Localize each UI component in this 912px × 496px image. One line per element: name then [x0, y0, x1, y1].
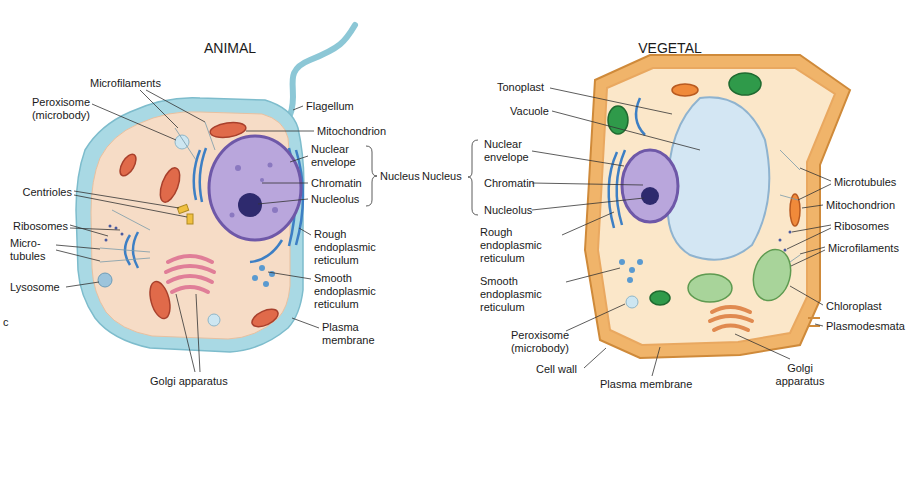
cell-heading: VEGETAL [620, 40, 720, 56]
part-label: Ribosomes [8, 220, 68, 233]
part-label: Chloroplast [826, 300, 882, 313]
part-label: Microfilaments [828, 242, 899, 255]
part-label: Micro- tubules [10, 237, 54, 263]
part-label: Chromatin [484, 177, 535, 190]
part-label: Mitochondrion [826, 199, 895, 212]
part-label: Nucleus [380, 170, 420, 183]
part-label: Lysosome [10, 281, 60, 294]
part-label: Peroxisome (microbody) [490, 329, 590, 355]
cell-heading: ANIMAL [190, 40, 270, 56]
part-label: Golgi apparatus [150, 375, 228, 388]
part-label: Nucleolus [311, 193, 359, 206]
part-label: Flagellum [306, 100, 354, 113]
part-label: Ribosomes [834, 220, 889, 233]
part-label: Tonoplast [497, 81, 544, 94]
part-label: Nucleus [422, 170, 462, 183]
part-label: Nucleolus [484, 204, 532, 217]
part-label: Vacuole [510, 105, 549, 118]
part-label: Smooth endoplasmic reticulum [314, 272, 396, 311]
part-label: Nuclear envelope [311, 143, 373, 169]
part-label: Cell wall [536, 363, 577, 376]
part-label: Smooth endoplasmic reticulum [480, 275, 562, 314]
part-label: Nuclear envelope [484, 138, 546, 164]
part-label: Plasma membrane [322, 321, 394, 347]
part-label: Rough endoplasmic reticulum [480, 226, 562, 265]
part-label: Microfilaments [90, 77, 161, 90]
part-label: c [3, 316, 9, 329]
part-label: Plasmodesmata [826, 320, 905, 333]
part-label: Peroxisome (microbody) [10, 96, 90, 122]
part-label: Centrioles [8, 186, 72, 199]
part-label: Golgi apparatus [765, 362, 835, 388]
part-label: Plasma membrane [600, 378, 692, 391]
part-label: Rough endoplasmic reticulum [314, 228, 396, 267]
part-label: Chromatin [311, 177, 362, 190]
part-label: Mitochondrion [317, 125, 386, 138]
part-label: Microtubules [834, 176, 896, 189]
